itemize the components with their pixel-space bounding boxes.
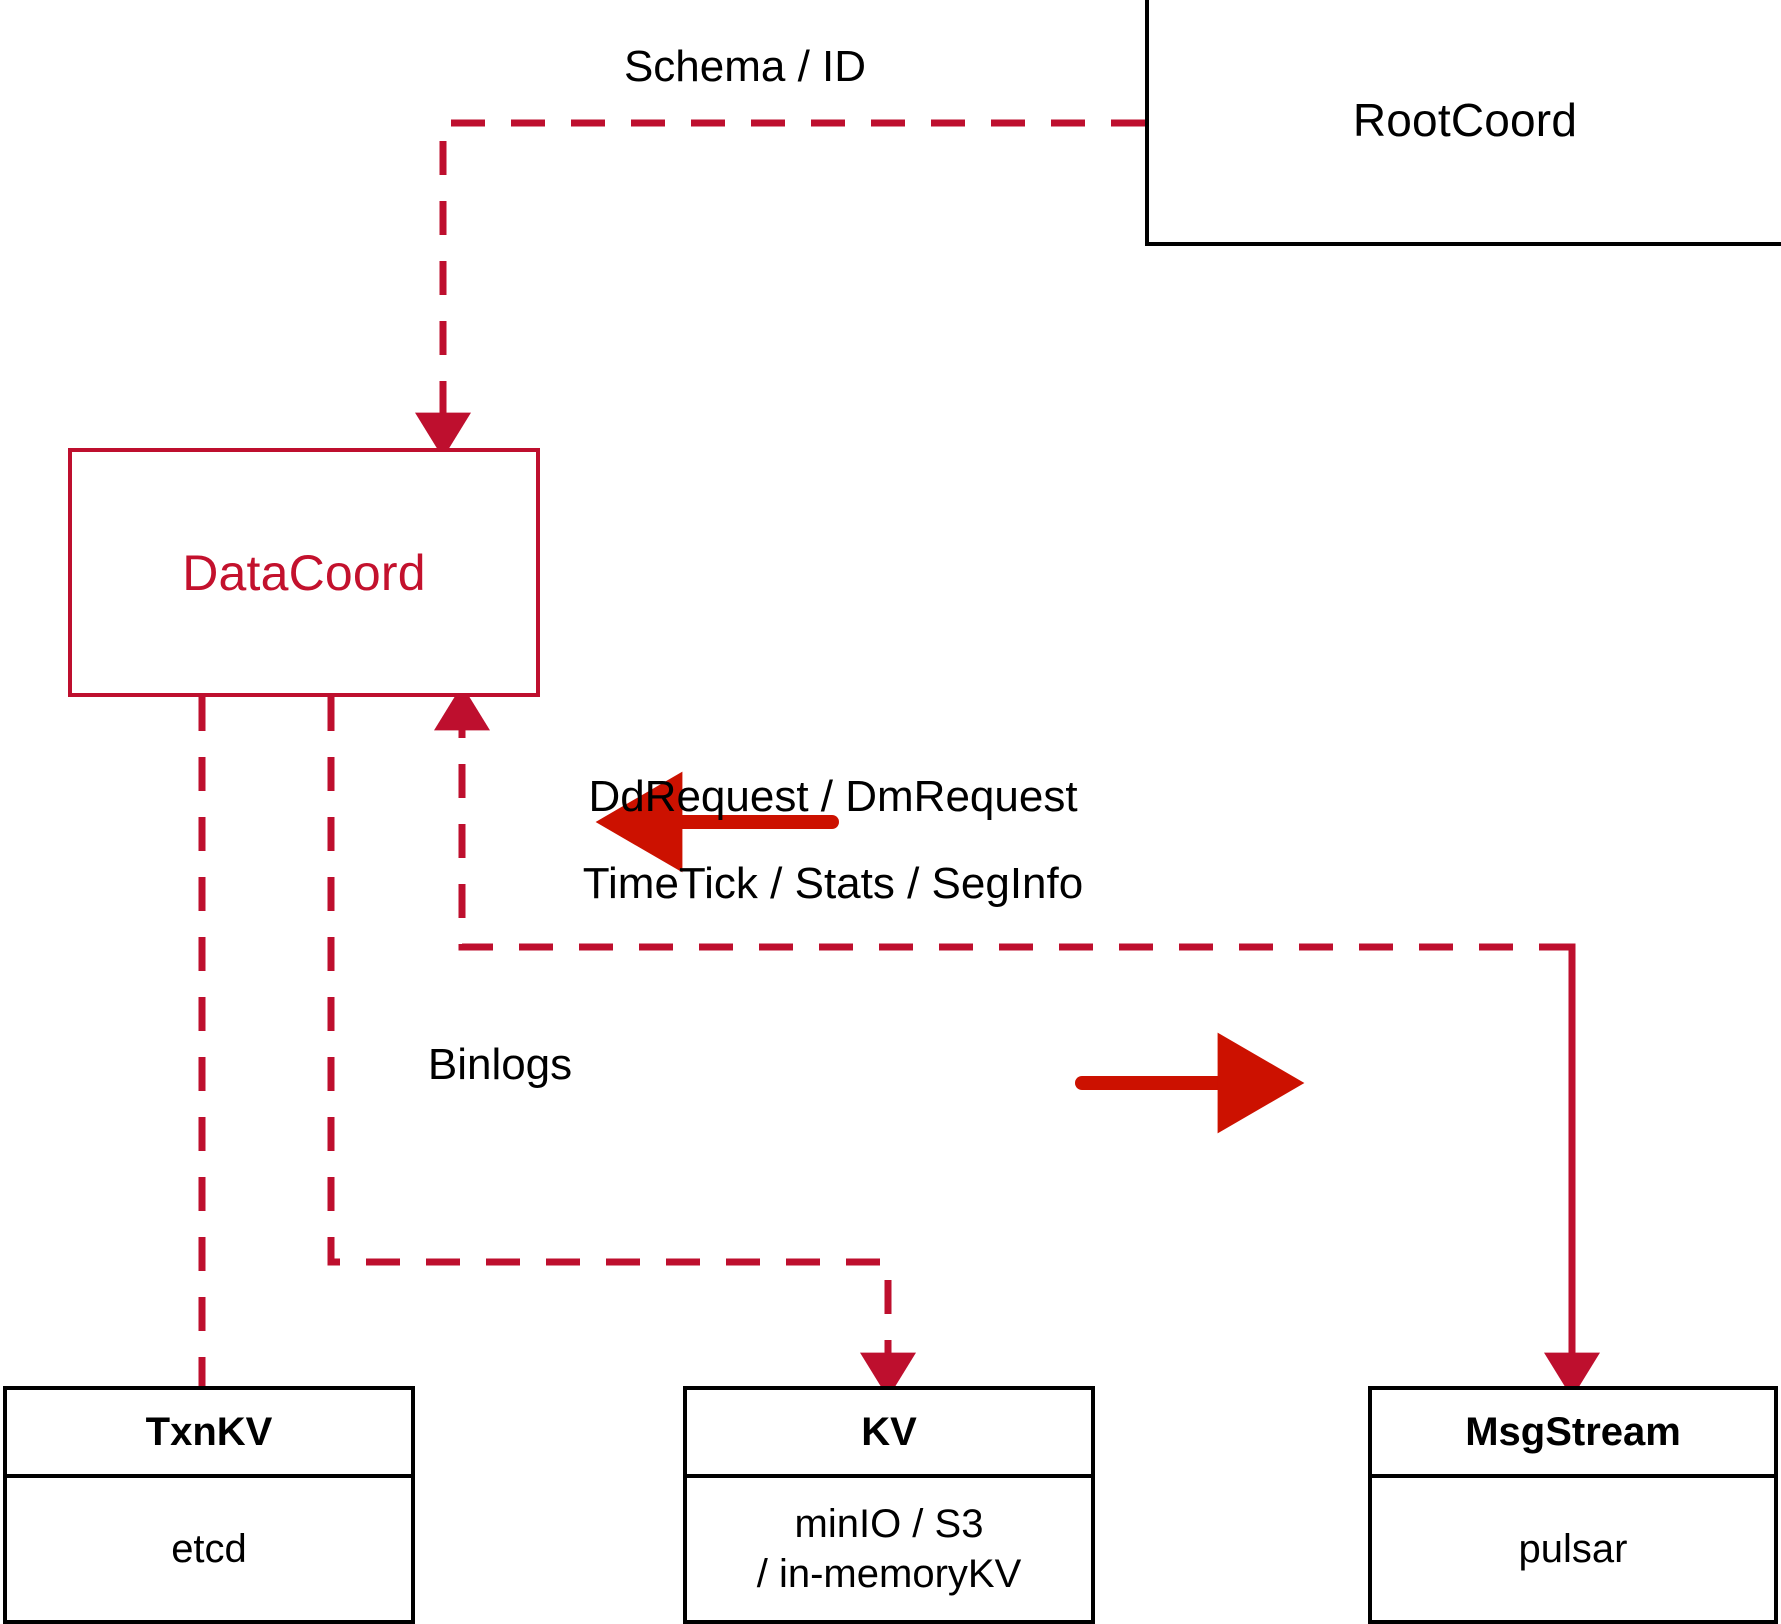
node-kv-impl-line2: / in-memoryKV <box>756 1552 1022 1596</box>
node-rootcoord[interactable]: RootCoord <box>1145 0 1781 246</box>
node-kv-impl-line1: minIO / S3 <box>794 1502 984 1546</box>
node-msgstream-title: MsgStream <box>1372 1390 1774 1478</box>
node-datacoord-label: DataCoord <box>182 544 426 601</box>
node-kv[interactable]: KV minIO / S3 / in-memoryKV <box>683 1386 1095 1624</box>
node-txnkv-impl-line1: etcd <box>171 1527 247 1571</box>
edge-schema-id <box>415 119 1145 459</box>
node-msgstream-impl-line1: pulsar <box>1518 1527 1628 1571</box>
edge-label-schema-id: Schema / ID <box>623 42 867 91</box>
node-kv-body: minIO / S3 / in-memoryKV <box>687 1478 1091 1620</box>
edge-label-timetick-stats-seginfo: TimeTick / Stats / SegInfo <box>582 859 1084 908</box>
node-msgstream[interactable]: MsgStream pulsar <box>1368 1386 1778 1624</box>
node-rootcoord-label: RootCoord <box>1352 94 1578 146</box>
edge-label-ddrequest-dmrequest: DdRequest / DmRequest <box>588 772 1078 821</box>
node-txnkv-body: etcd <box>7 1478 411 1620</box>
node-txnkv-title: TxnKV <box>7 1390 411 1478</box>
edge-label-binlogs: Binlogs <box>427 1040 573 1089</box>
node-kv-title: KV <box>687 1390 1091 1478</box>
node-datacoord[interactable]: DataCoord <box>68 448 540 697</box>
node-msgstream-body: pulsar <box>1372 1478 1774 1620</box>
node-txnkv[interactable]: TxnKV etcd <box>3 1386 415 1624</box>
